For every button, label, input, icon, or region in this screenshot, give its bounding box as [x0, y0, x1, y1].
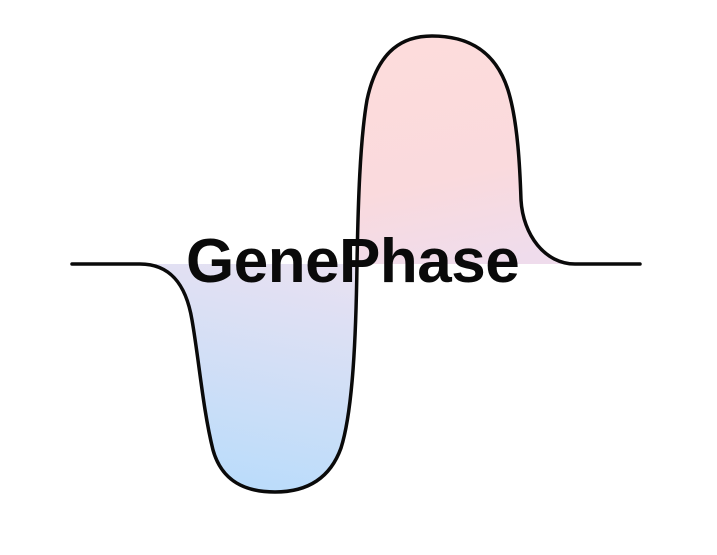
brand-wordmark: GenePhase	[186, 227, 520, 296]
trough-fill	[140, 264, 357, 492]
waveform-line	[70, 34, 642, 494]
